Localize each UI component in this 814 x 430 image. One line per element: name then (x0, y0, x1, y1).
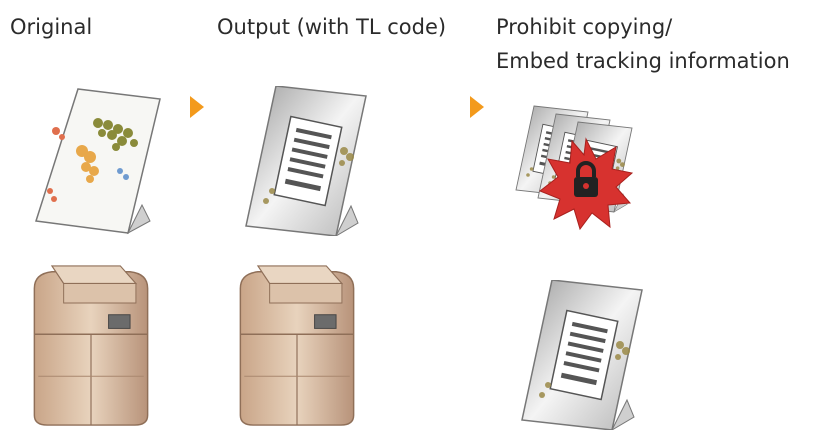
label-output: Output (with TL code) (217, 15, 447, 39)
map-document-icon (35, 88, 161, 235)
text-document-icon (236, 86, 376, 236)
arrow-right-icon (470, 96, 484, 118)
label-prohibit: Prohibit copying/ Embed tracking informa… (496, 10, 790, 78)
label-prohibit-line1: Prohibit copying/ (496, 15, 673, 39)
lock-icon (539, 137, 634, 231)
copier-icon (33, 265, 149, 426)
arrow-right-icon (190, 96, 204, 118)
label-original: Original (10, 15, 93, 39)
stacked-documents-icon (500, 86, 634, 231)
text-document-icon (512, 280, 652, 430)
label-prohibit-line2: Embed tracking information (496, 49, 790, 73)
copier-icon (239, 265, 355, 426)
